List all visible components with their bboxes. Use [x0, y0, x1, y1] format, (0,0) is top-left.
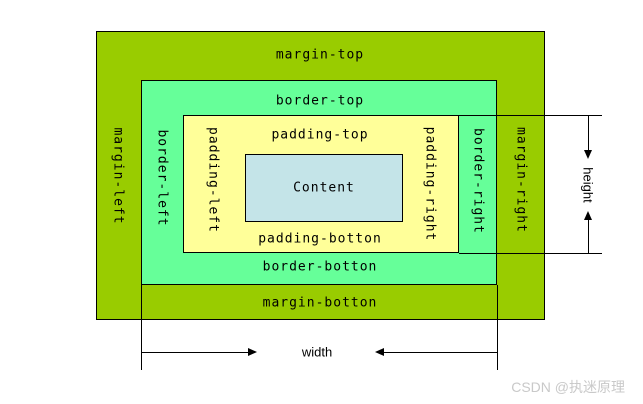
border-left-label: border-left	[154, 129, 170, 227]
height-arrow-line-top	[588, 115, 589, 151]
border-bottom-label: border-botton	[262, 259, 378, 275]
csdn-watermark: CSDN @执迷原理	[511, 379, 625, 395]
content-label: Content	[293, 180, 355, 196]
margin-bottom-label: margin-botton	[262, 295, 378, 311]
margin-top-label: margin-top	[275, 47, 365, 63]
padding-right-label: padding-right	[422, 126, 438, 242]
height-arrow-line-bottom	[588, 219, 589, 253]
margin-right-label: margin-right	[513, 127, 529, 233]
border-right-label: border-right	[470, 128, 486, 234]
padding-top-label: padding-top	[271, 127, 369, 143]
padding-bottom-label: padding-botton	[258, 231, 382, 247]
width-arrow-line-right	[383, 352, 497, 353]
width-arrow-line-left	[141, 352, 249, 353]
height-arrowhead-down-icon	[584, 150, 592, 159]
width-extension-line-left	[141, 285, 142, 370]
padding-left-label: padding-left	[205, 127, 221, 233]
width-arrowhead-left-icon	[375, 348, 384, 356]
content-box	[245, 154, 403, 222]
height-extension-line-top	[459, 115, 602, 116]
width-extension-line-right	[497, 285, 498, 370]
height-extension-line-bottom	[459, 253, 602, 254]
border-top-label: border-top	[275, 93, 365, 109]
width-arrowhead-right-icon	[248, 348, 257, 356]
height-arrowhead-up-icon	[584, 211, 592, 220]
margin-left-label: margin-left	[110, 127, 126, 225]
height-label: height	[580, 167, 596, 203]
width-label: width	[301, 344, 333, 360]
